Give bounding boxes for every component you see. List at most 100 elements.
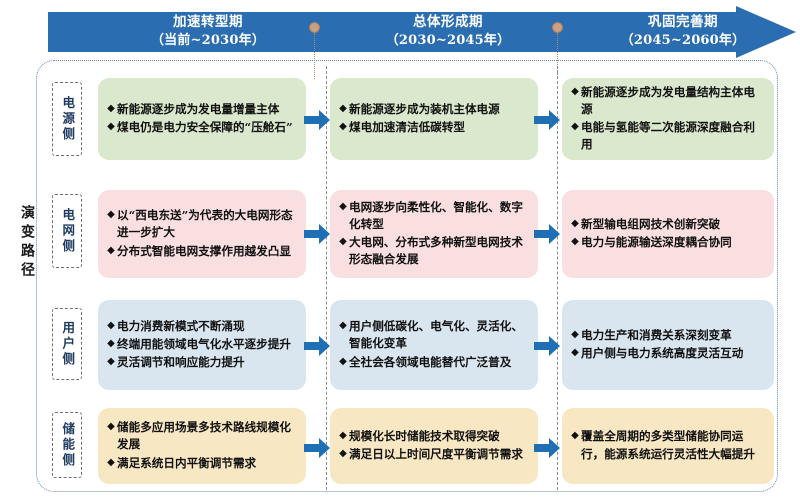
card-r1-c3[interactable]: ◆新能源逐步成为发电量结构主体电源◆电能与氢能等二次能源深度融合利用 [562,78,774,160]
right-arrow-icon-r4-2 [534,438,560,458]
card-r1-c1[interactable]: ◆新能源逐步成为发电量增量主体◆煤电仍是电力安全保障的“压舱石” [98,78,306,160]
bullet-item: ◆以“西电东送”为代表的大电网形态进一步扩大 [105,207,297,241]
bullet-diamond-icon: ◆ [571,121,579,132]
column-divider-1 [326,66,327,490]
bullet-item: ◆煤电仍是电力安全保障的“压舱石” [105,119,297,136]
phase-3-years: （2045~2060年） [620,32,746,48]
right-arrow-icon-r1-1 [304,110,330,130]
bullet-diamond-icon: ◆ [107,337,115,349]
timeline-header: 加速转型期 （当前~2030年） 总体形成期 （2030~2045年） 巩固完善… [48,6,796,58]
bullet-text: 覆盖全周期的多类型储能协同运行，能源系统运行灵活性大幅提升 [581,429,755,461]
bullet-item: ◆新能源逐步成为发电量增量主体 [105,101,297,118]
bullet-item: ◆电能与氢能等二次能源深度融合利用 [569,119,765,153]
bullet-item: ◆电力生产和消费关系深刻变革 [569,327,765,344]
column-divider-2 [557,66,558,490]
pin-stem [314,33,315,79]
card-r1-c2[interactable]: ◆新能源逐步成为装机主体电源◆煤电加速清洁低碳转型 [330,78,538,160]
card-r3-c2[interactable]: ◆用户侧低碳化、电气化、灵活化、智能化变革◆全社会各领域电能替代广泛普及 [330,300,538,390]
bullet-item: ◆储能多应用场景多技术路线规模化发展 [105,419,297,453]
pin-head [309,22,320,33]
card-r2-c3[interactable]: ◆新型输电组网技术创新突破◆电力与能源输送深度耦合协同 [562,190,774,278]
bullet-diamond-icon: ◆ [107,456,115,468]
bullet-diamond-icon: ◆ [107,121,115,132]
card-r3-c3[interactable]: ◆电力生产和消费关系深刻变革◆用户侧与电力系统高度灵活互动 [562,300,774,390]
bullet-diamond-icon: ◆ [107,209,115,221]
bullet-text: 用户侧与电力系统高度灵活互动 [581,346,744,360]
bullet-diamond-icon: ◆ [571,85,579,97]
bullet-text: 满足日以上时间尺度平衡调节需求 [349,447,523,461]
bullet-diamond-icon: ◆ [107,356,115,368]
card-r4-c3[interactable]: ◆覆盖全周期的多类型储能协同运行，能源系统运行灵活性大幅提升 [562,408,774,484]
bullet-diamond-icon: ◆ [339,102,347,114]
bullet-text: 全社会各领域电能替代广泛普及 [349,354,512,369]
bullet-item: ◆新型输电组网技术创新突破 [569,216,765,233]
row-label-box-4: 储能侧 [52,412,82,478]
bullet-diamond-icon: ◆ [571,217,579,229]
bullet-diamond-icon: ◆ [339,448,347,459]
bullet-item: ◆电网逐步向柔性化、智能化、数字化转型 [337,199,529,233]
bullet-item: ◆用户侧与电力系统高度灵活互动 [569,345,765,362]
bullet-item: ◆灵活调节和响应能力提升 [105,354,297,371]
bullet-text: 储能多应用场景多技术路线规模化发展 [117,420,291,452]
bullet-text: 电力与能源输送深度耦合协同 [581,235,732,249]
bullet-item: ◆满足系统日内平衡调节需求 [105,455,297,472]
bullet-diamond-icon: ◆ [339,200,347,212]
bullet-diamond-icon: ◆ [339,236,347,247]
bullet-text: 电能与氢能等二次能源深度融合利用 [581,120,755,152]
timeline-phase-2: 总体形成期 （2030~2045年） [353,13,543,50]
bullet-item: ◆新能源逐步成为发电量结构主体电源 [569,84,765,118]
pin-marker-icon-2 [552,22,564,79]
diagram-row-4: 储能侧◆储能多应用场景多技术路线规模化发展◆满足系统日内平衡调节需求◆规模化长时… [0,404,800,490]
phase-2-years: （2030~2045年） [385,32,511,48]
bullet-text: 电网逐步向柔性化、智能化、数字化转型 [349,199,523,231]
bullet-text: 新能源逐步成为发电量增量主体 [117,101,280,116]
card-r4-c2[interactable]: ◆规模化长时储能技术取得突破◆满足日以上时间尺度平衡调节需求 [330,408,538,484]
bullet-text: 满足系统日内平衡调节需求 [117,455,257,470]
card-r2-c1[interactable]: ◆以“西电东送”为代表的大电网形态进一步扩大 ◆分布式智能电网支撑作用越发凸显 [98,190,306,278]
row-label-box-2: 电网侧 [52,194,82,268]
row-label-text: 用户侧 [60,320,76,368]
card-r2-c2[interactable]: ◆电网逐步向柔性化、智能化、数字化转型◆大电网、分布式多种新型电网技术形态融合发… [330,190,538,278]
right-arrow-icon-r4-1 [304,438,330,458]
bullet-item: ◆新能源逐步成为装机主体电源 [337,101,529,118]
card-r3-c1[interactable]: ◆电力消费新模式不断涌现◆终端用能领域电气化水平逐步提升◆灵活调节和响应能力提升 [98,300,306,390]
bullet-diamond-icon: ◆ [107,102,115,114]
bullet-text: 电力消费新模式不断涌现 [117,318,245,333]
bullet-text: 煤电仍是电力安全保障的“压舱石” [117,120,293,134]
bullet-item: ◆用户侧低碳化、电气化、灵活化、智能化变革 [337,318,529,352]
row-label-text: 电网侧 [60,207,76,255]
bullet-diamond-icon: ◆ [107,319,115,331]
bullet-item: ◆分布式智能电网支撑作用越发凸显 [105,243,297,260]
pin-stem [557,33,558,79]
bullet-diamond-icon: ◆ [339,320,347,332]
bullet-text: 终端用能领域电气化水平逐步提升 [117,336,291,351]
bullet-item: ◆满足日以上时间尺度平衡调节需求 [337,446,529,463]
right-arrow-icon-r1-2 [534,110,560,130]
bullet-text: 煤电加速清洁低碳转型 [349,120,465,134]
diagram-row-1: 电源侧◆新能源逐步成为发电量增量主体◆煤电仍是电力安全保障的“压舱石”◆新能源逐… [0,70,800,170]
bullet-text: 用户侧低碳化、电气化、灵活化、智能化变革 [349,319,523,351]
right-arrow-icon-r2-1 [304,224,330,244]
diagram-row-2: 电网侧 ◆以“西电东送”为代表的大电网形态进一步扩大 ◆分布式智能电网支撑作用越发凸… [0,182,800,282]
phase-1-name: 加速转型期 [173,14,243,30]
bullet-diamond-icon: ◆ [339,121,347,132]
bullet-diamond-icon: ◆ [571,236,579,247]
bullet-item: ◆全社会各领域电能替代广泛普及 [337,354,529,371]
bullet-item: ◆规模化长时储能技术取得突破 [337,428,529,445]
bullet-diamond-icon: ◆ [339,355,347,367]
bullet-diamond-icon: ◆ [571,347,579,358]
card-r4-c1[interactable]: ◆储能多应用场景多技术路线规模化发展◆满足系统日内平衡调节需求 [98,408,306,484]
bullet-text: 新能源逐步成为发电量结构主体电源 [581,84,755,116]
axis-title: 演变路径 [19,205,35,281]
bullet-diamond-icon: ◆ [107,421,115,433]
bullet-item: ◆覆盖全周期的多类型储能协同运行，能源系统运行灵活性大幅提升 [569,428,765,462]
pin-head [552,22,563,33]
diagram-row-3: 用户侧◆电力消费新模式不断涌现◆终端用能领域电气化水平逐步提升◆灵活调节和响应能… [0,294,800,394]
bullet-text: 新型输电组网技术创新突破 [581,216,721,231]
bullet-item: ◆电力与能源输送深度耦合协同 [569,234,765,251]
bullet-item: ◆大电网、分布式多种新型电网技术形态融合发展 [337,234,529,268]
bullet-diamond-icon: ◆ [571,430,579,442]
bullet-text: 大电网、分布式多种新型电网技术形态融合发展 [349,235,523,267]
row-label-text: 储能侧 [60,421,76,469]
timeline-phase-3: 巩固完善期 （2045~2060年） [593,13,773,50]
